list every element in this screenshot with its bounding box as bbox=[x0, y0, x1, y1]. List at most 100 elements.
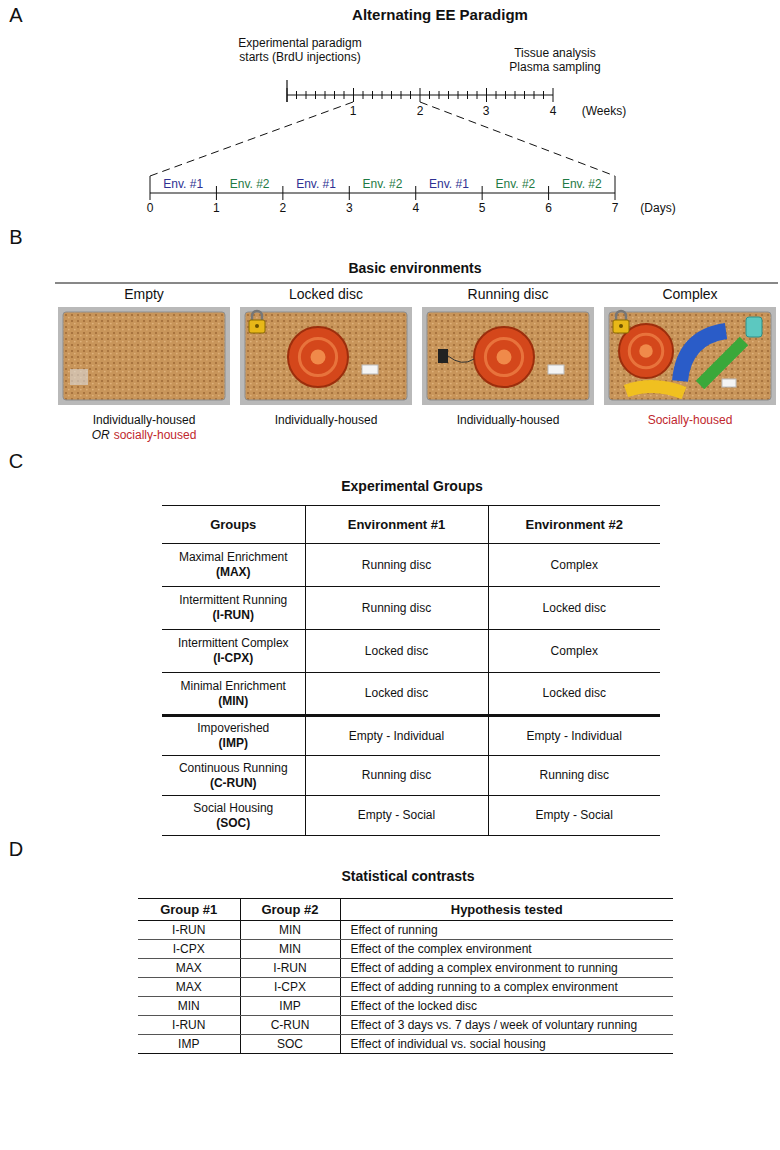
environment-title: Complex bbox=[604, 286, 776, 303]
table-row: Minimal Enrichment(MIN)Locked discLocked… bbox=[162, 673, 660, 716]
table-text: Effect of adding running to a complex en… bbox=[351, 980, 674, 995]
table-body: Group #1Group #2Hypothesis testedI-RUN MI… bbox=[138, 899, 673, 1054]
table-text: (IMP) bbox=[162, 736, 305, 751]
table-row: IMPSOCEffect of individual vs. social ho… bbox=[138, 1035, 673, 1054]
table-cell: Group #2 bbox=[240, 899, 340, 921]
table-row: Intermittent Running(I-RUN)Running discL… bbox=[162, 587, 660, 630]
table-cell: Group #1 bbox=[138, 899, 240, 921]
table-cell: I-CPX bbox=[138, 940, 240, 959]
day-number: 5 bbox=[472, 201, 492, 215]
table-text: Empty - Individual bbox=[306, 729, 488, 744]
cage-photo bbox=[58, 307, 230, 405]
environment-panel: EmptyIndividually-housedORsocially-house… bbox=[58, 286, 230, 443]
day-tick bbox=[363, 91, 364, 99]
housing-caption: Individually-housed bbox=[422, 413, 594, 428]
table-text: Social Housing bbox=[162, 801, 305, 816]
day-tick bbox=[296, 91, 297, 99]
day-number: 6 bbox=[539, 201, 559, 215]
panel-title: Basic environments bbox=[285, 260, 545, 276]
table-row: MAXI-RUNEffect of adding a complex envir… bbox=[138, 959, 673, 978]
day-number: 7 bbox=[605, 201, 625, 215]
table-cell: Hypothesis tested bbox=[340, 899, 673, 921]
start-tick bbox=[286, 80, 287, 102]
week-tick bbox=[420, 88, 421, 102]
table-cell: MIN bbox=[240, 940, 340, 959]
table-text: Locked disc bbox=[489, 601, 661, 616]
panel-title: Experimental Groups bbox=[282, 478, 542, 494]
cage-bedding bbox=[427, 312, 589, 400]
table-text: Impoverished bbox=[162, 721, 305, 736]
table-text: Empty - Social bbox=[306, 808, 488, 823]
table-cell: Locked disc bbox=[488, 673, 660, 716]
caption-line: ORsocially-housed bbox=[58, 428, 230, 443]
table-column bbox=[305, 506, 488, 836]
table-text: Intermittent Complex bbox=[162, 636, 305, 651]
food-pellet bbox=[722, 379, 736, 387]
axis-unit: (Days) bbox=[630, 201, 686, 215]
timeline-note: Tissue analysis Plasma sampling bbox=[500, 46, 610, 74]
table-row: Continuous Running(C-RUN)Running discRun… bbox=[162, 756, 660, 796]
groups-table: GroupsEnvironment #1Environment #2Maxima… bbox=[162, 505, 660, 836]
day-tick bbox=[334, 91, 335, 99]
cage-rim bbox=[240, 307, 412, 405]
table-cell: Empty - Social bbox=[488, 796, 660, 836]
table-cell: Running disc bbox=[305, 587, 488, 630]
table-cell: Empty - Social bbox=[305, 796, 488, 836]
table-cell: Locked disc bbox=[488, 587, 660, 630]
week-number: 1 bbox=[343, 104, 363, 118]
table-text: IMP bbox=[138, 1037, 240, 1052]
table-text: Maximal Enrichment bbox=[162, 550, 305, 565]
day-number: 3 bbox=[339, 201, 359, 215]
day-number: 0 bbox=[140, 201, 160, 215]
table-cell: Impoverished(IMP) bbox=[162, 716, 305, 756]
food-pellet bbox=[548, 365, 564, 374]
column-header: Group #2 bbox=[241, 902, 340, 917]
table-text: I-RUN bbox=[241, 961, 340, 976]
contrasts-table: Group #1Group #2Hypothesis testedI-RUN MI… bbox=[138, 898, 673, 1054]
table-text: IMP bbox=[241, 999, 340, 1014]
day-tick bbox=[306, 91, 307, 99]
table-text: Effect of 3 days vs. 7 days / week of vo… bbox=[351, 1018, 674, 1033]
table-cell: MAX bbox=[138, 978, 240, 997]
table-cell: Maximal Enrichment(MAX) bbox=[162, 544, 305, 587]
table-text: Complex bbox=[489, 558, 661, 573]
table-text: Empty - Social bbox=[489, 808, 661, 823]
table-cell: Effect of adding a complex environment t… bbox=[340, 959, 673, 978]
lock-shackle bbox=[252, 311, 262, 320]
table-cell: I-RUN bbox=[138, 1016, 240, 1035]
table-text: Effect of the locked disc bbox=[351, 999, 674, 1014]
environment-title: Running disc bbox=[422, 286, 594, 303]
housing-caption: Socially-housed bbox=[604, 413, 776, 428]
environment-slot: Env. #2 bbox=[353, 177, 413, 191]
cage-rim bbox=[422, 307, 594, 405]
table-text: Intermittent Running bbox=[162, 593, 305, 608]
table-cell: Empty - Individual bbox=[305, 716, 488, 756]
table-text: C-RUN bbox=[241, 1018, 340, 1033]
housing-caption: Individually-housed bbox=[240, 413, 412, 428]
table-text: (MIN) bbox=[162, 694, 305, 709]
disc-hub bbox=[311, 350, 326, 365]
environment-slot: Env. #1 bbox=[419, 177, 479, 191]
table-row: I-RUNC-RUN Effect of 3 days vs. 7 days / … bbox=[138, 1016, 673, 1035]
table-column bbox=[488, 506, 660, 836]
table-text: Running disc bbox=[306, 558, 488, 573]
table-cell: Running disc bbox=[488, 756, 660, 796]
column-header: Environment #1 bbox=[306, 517, 488, 532]
day-tick bbox=[439, 91, 440, 99]
table-cell: Running disc bbox=[305, 756, 488, 796]
table-text: Locked disc bbox=[489, 686, 661, 701]
table-cell: MAX bbox=[138, 959, 240, 978]
day-tick bbox=[344, 91, 345, 99]
table-text: Running disc bbox=[489, 768, 661, 783]
table-text: Effect of the complex environment bbox=[351, 942, 674, 957]
table-text: Effect of individual vs. social housing bbox=[351, 1037, 674, 1052]
table-cell: Locked disc bbox=[305, 673, 488, 716]
table-text: Locked disc bbox=[306, 686, 488, 701]
day-tick bbox=[382, 91, 383, 99]
table-cell: C-RUN bbox=[240, 1016, 340, 1035]
table-text: MIN bbox=[241, 923, 340, 938]
week-number: 3 bbox=[476, 104, 496, 118]
table-cell: Minimal Enrichment(MIN) bbox=[162, 673, 305, 716]
table-text: (I-CPX) bbox=[162, 651, 305, 666]
